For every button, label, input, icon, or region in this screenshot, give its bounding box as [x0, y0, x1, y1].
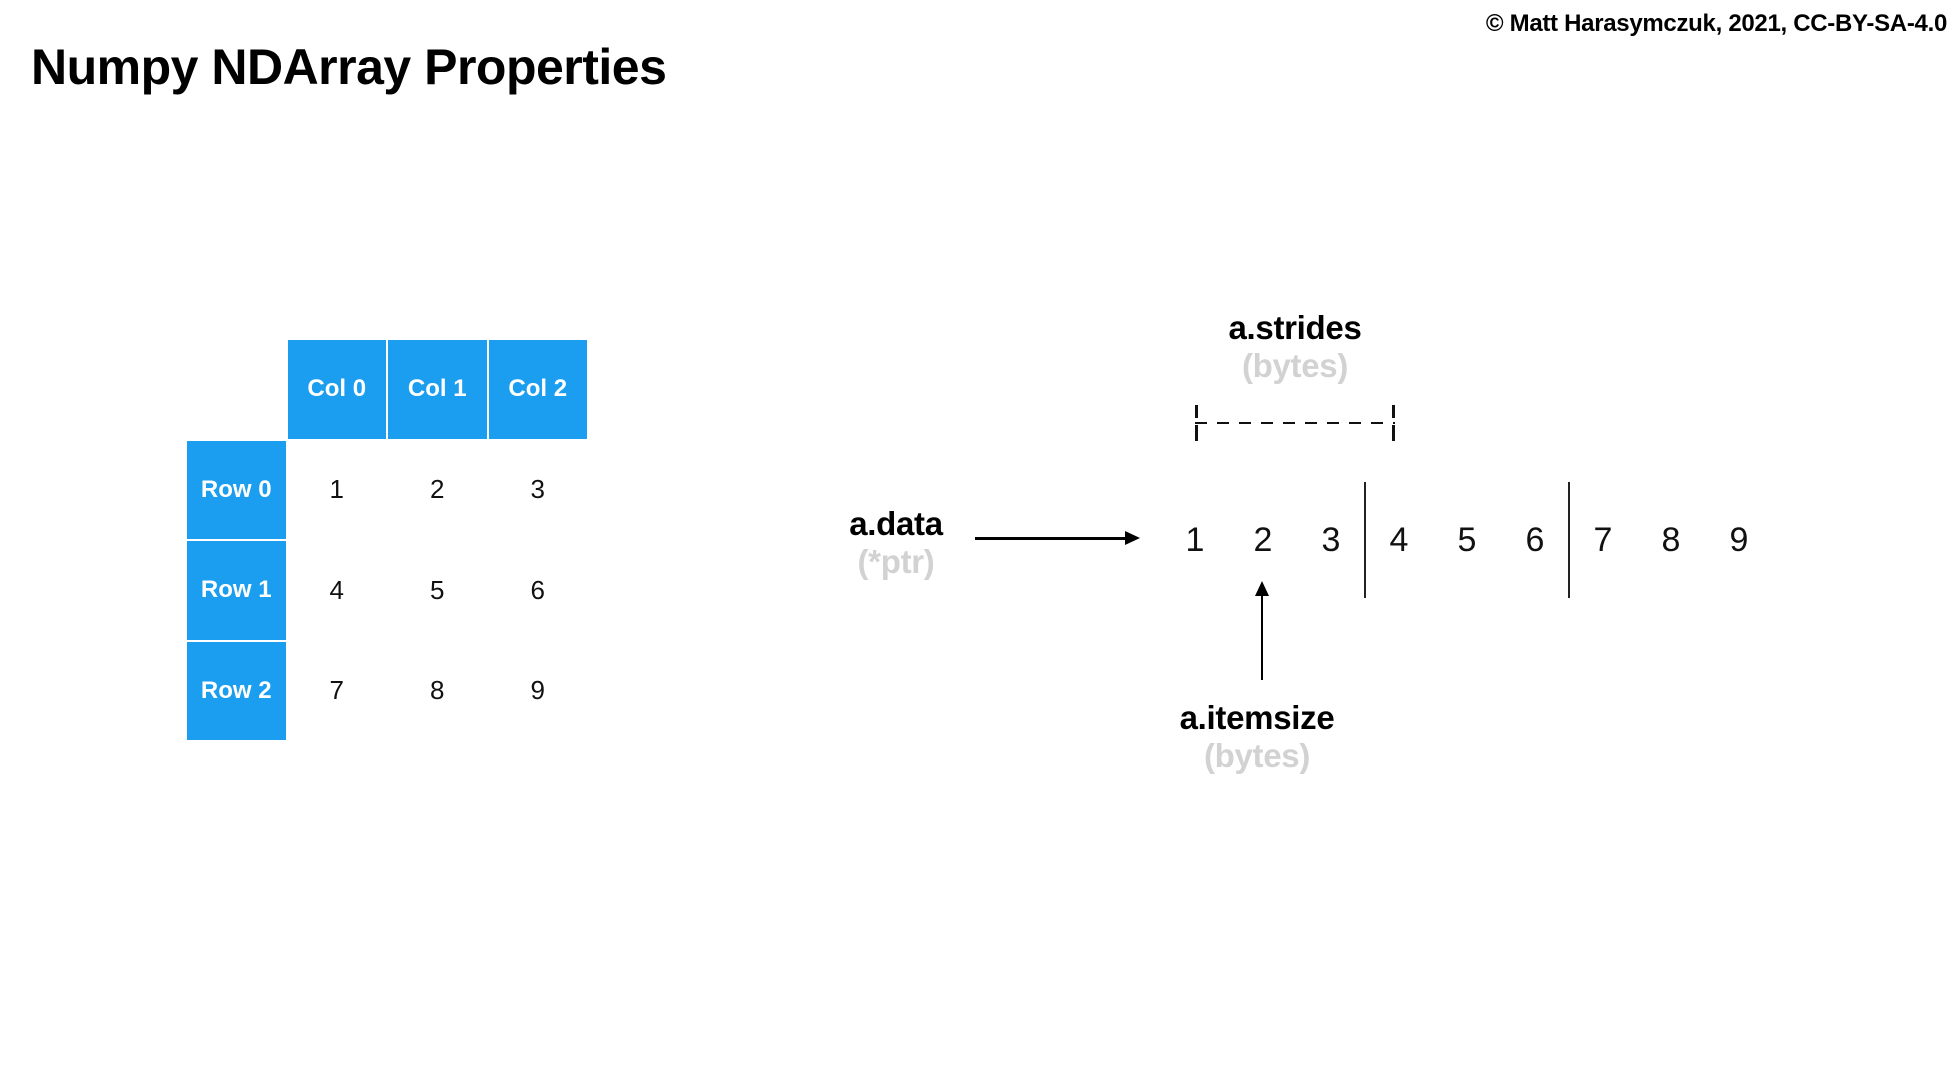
table-cell: 1 [287, 440, 386, 539]
memory-cell: 9 [1729, 521, 1749, 559]
memory-cells-row: 1 2 3 4 5 6 7 8 9 [1161, 522, 1773, 558]
table-row-header: Row 2 [187, 641, 286, 740]
table-cell: 9 [488, 641, 587, 740]
memory-cell: 8 [1661, 521, 1681, 559]
table-row-header: Row 0 [187, 440, 286, 539]
table-cell: 8 [388, 641, 487, 740]
strides-label: a.strides [1228, 309, 1362, 346]
page-title: Numpy NDArray Properties [31, 39, 667, 95]
data-pointer-arrow [975, 537, 1127, 540]
data-label: a.data [849, 505, 943, 542]
ndarray-table: Col 0 Col 1 Col 2 Row 0 1 2 3 Row 1 4 5 … [187, 340, 587, 740]
table-cell: 2 [388, 440, 487, 539]
strides-unit-label: (bytes) [1241, 347, 1349, 384]
table-cell: 6 [488, 541, 587, 640]
memory-cell: 4 [1389, 521, 1409, 559]
itemsize-label: a.itemsize [1179, 699, 1335, 736]
table-col-header: Col 0 [287, 340, 386, 439]
table-cell: 7 [287, 641, 386, 740]
itemsize-arrowhead-icon [1255, 581, 1269, 596]
copyright-notice: © Matt Harasymczuk, 2021, CC-BY-SA-4.0 [1485, 10, 1947, 37]
table-corner-cell [187, 340, 286, 439]
bracket-left-tick [1195, 425, 1198, 441]
memory-cell: 6 [1525, 521, 1545, 559]
itemsize-unit-label: (bytes) [1203, 737, 1311, 774]
data-pointer-arrowhead-icon [1125, 531, 1140, 545]
bracket-dashed-line [1195, 421, 1395, 424]
itemsize-arrow [1260, 594, 1263, 680]
bracket-right-tick [1392, 425, 1395, 441]
bracket-right-tick [1392, 405, 1395, 418]
row-boundary-divider [1364, 482, 1366, 598]
row-boundary-divider [1568, 482, 1570, 598]
table-col-header: Col 1 [388, 340, 487, 439]
table-col-header: Col 2 [488, 340, 587, 439]
data-pointer-label: (*ptr) [857, 543, 935, 580]
strides-bracket-icon [1195, 405, 1395, 441]
memory-cell: 3 [1321, 521, 1341, 559]
table-cell: 3 [488, 440, 587, 539]
bracket-left-tick [1195, 405, 1198, 418]
memory-cell: 7 [1593, 521, 1613, 559]
memory-cell: 1 [1185, 521, 1205, 559]
table-cell: 4 [287, 541, 386, 640]
table-cell: 5 [388, 541, 487, 640]
table-row-header: Row 1 [187, 541, 286, 640]
memory-cell: 2 [1253, 521, 1273, 559]
memory-cell: 5 [1457, 521, 1477, 559]
